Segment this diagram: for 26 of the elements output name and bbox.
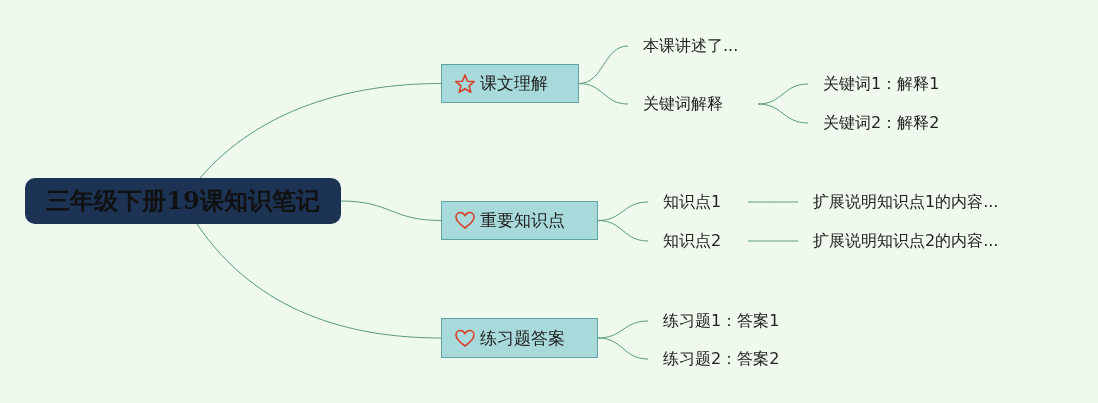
topic-box bbox=[441, 64, 579, 103]
branch-text: 知识点2 bbox=[648, 229, 748, 253]
connector-line bbox=[757, 103, 809, 124]
connector-line bbox=[597, 337, 649, 360]
branch-text: 练习题1：答案1 bbox=[648, 309, 818, 333]
connector-line bbox=[196, 223, 442, 339]
branch-text: 扩展说明知识点1的内容... bbox=[798, 190, 1048, 214]
central-topic-box: 三年级下册19课知识笔记 bbox=[25, 178, 341, 224]
branch-text: 知识点1 bbox=[648, 190, 748, 214]
connector-line bbox=[747, 240, 799, 242]
topic-box bbox=[441, 318, 598, 358]
topic-box bbox=[441, 201, 598, 240]
branch-text: 关键词1：解释1 bbox=[808, 72, 978, 96]
connector-line bbox=[597, 220, 649, 242]
connector-line bbox=[578, 83, 629, 105]
branch-text: 练习题2：答案2 bbox=[648, 347, 818, 371]
branch-text: 关键词解释 bbox=[628, 92, 758, 116]
topic-label: 练习题答案 bbox=[480, 326, 565, 350]
branch-text: 本课讲述了... bbox=[628, 34, 778, 58]
connector-line bbox=[747, 201, 799, 203]
connector-line bbox=[340, 200, 442, 221]
connector-line bbox=[199, 83, 442, 179]
topic-label: 重要知识点 bbox=[480, 209, 565, 232]
branch-text: 扩展说明知识点2的内容... bbox=[798, 229, 1048, 253]
branch-text: 关键词2：解释2 bbox=[808, 111, 978, 135]
topic-label: 课文理解 bbox=[480, 72, 548, 95]
